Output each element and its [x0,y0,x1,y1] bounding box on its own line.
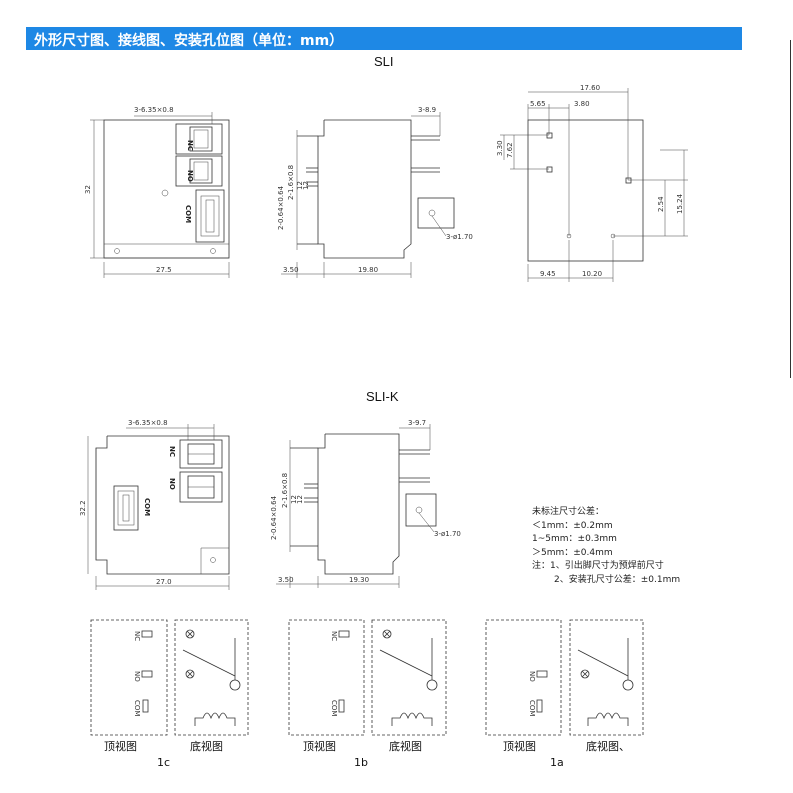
wiring-1c-bottom-label: 底视图 [190,740,223,753]
header-title: 外形尺寸图、接线图、安装孔位图（单位：mm） [34,33,344,49]
wiring-1a-code: 1a [550,756,564,769]
wiring-1a-no: NO [528,671,536,682]
holes-right-b: 15.24 [676,193,684,214]
slik-front-height: 32.2 [79,500,87,516]
wiring-1c-com: COM [133,700,141,716]
wiring-1c-nc: NC [133,631,141,641]
wiring-1c-no: NO [133,671,141,682]
slik-front-pins: 3-6.35×0.8 [128,419,168,427]
notes-line: ＜1mm：±0.2mm [532,520,613,531]
sli-hole-layout: 17.60 5.65 3.80 3.30 7.62 2.54 15.24 9.4… [496,84,688,282]
wiring-1c: NC NO COM [90,619,249,736]
slik-front-view: NC NO COM 3-6.35×0.8 32.2 27.0 [79,419,230,590]
sli-side-width: 19.80 [358,266,378,274]
wiring-1b-code: 1b [354,756,368,769]
wiring-1c-code: 1c [157,756,171,769]
notes-line: 1~5mm：±0.3mm [532,534,617,545]
slik-front-width: 27.0 [156,578,172,586]
slik-side-pins-b: 2-1.6×0.8 [281,473,289,508]
slik-side-dim-a: 12 [290,495,298,504]
holes-top-right: 3.80 [574,100,590,108]
sli-side-left: 3.50 [283,266,299,274]
sli-side-hole: 3-ø1.70 [446,233,473,241]
wiring-1b-top-label: 顶视图 [303,740,336,753]
sli-front-view: NC NO COM 3-6.35×0.8 32 27.5 [84,106,230,278]
wiring-1a-top-label: 顶视图 [503,740,536,753]
wiring-1b-com: COM [330,700,338,716]
slik-side-width: 19.30 [349,576,369,584]
sli-front-width: 27.5 [156,266,172,274]
slik-side-left: 3.50 [278,576,294,584]
notes-line: 注：1、引出脚尺寸为预焊前尺寸 [532,561,664,572]
slik-com-label: COM [143,498,151,516]
slik-side-dim-b: 12 [296,495,304,504]
holes-left-a: 3.30 [496,140,504,156]
tolerance-notes: 未标注尺寸公差： ＜1mm：±0.2mm 1~5mm：±0.3mm ＞5mm：±… [532,506,680,588]
wiring-1b-nc: NC [330,631,338,641]
holes-top-total: 17.60 [580,84,600,92]
wiring-1a: NO COM [485,619,644,736]
right-border-line [790,40,791,378]
slik-side-pin-spacing: 3-9.7 [408,419,426,427]
sli-title: SLI [374,54,394,69]
sli-side-pins-b: 2-1.6×0.8 [287,165,295,200]
notes-title: 未标注尺寸公差： [532,507,605,517]
slik-side-hole: 3-ø1.70 [434,530,461,538]
holes-right-a: 2.54 [657,196,665,212]
wiring-1a-com: COM [528,700,536,716]
sli-side-pins-a: 2-0.64×0.64 [277,185,285,230]
slik-no-label: NO [168,478,176,490]
holes-bottom-right: 10.20 [582,270,602,278]
section-header: 外形尺寸图、接线图、安装孔位图（单位：mm） [26,27,742,50]
wiring-1a-bottom-label: 底视图、 [586,740,630,753]
slik-title: SLI-K [366,389,399,404]
holes-bottom-left: 9.45 [540,270,556,278]
holes-left-b: 7.62 [506,142,514,158]
sli-com-label: COM [184,205,192,223]
sli-side-pin-spacing: 3-8.9 [418,106,436,114]
sli-nc-label: NC [186,140,194,151]
slik-nc-label: NC [168,446,176,457]
sli-side-dim-b: 12 [302,181,310,190]
slik-side-view: 3-9.7 2-0.64×0.64 2-1.6×0.8 12 12 3-ø1.7… [270,419,461,588]
holes-top-left: 5.65 [530,100,546,108]
sli-side-dim-a: 12 [296,181,304,190]
wiring-1b-bottom-label: 底视图 [389,740,422,753]
wiring-1b: NC COM [288,619,447,736]
sli-side-view: 3-8.9 2-0.64×0.64 2-1.6×0.8 12 12 3-ø1.7… [277,106,473,278]
sli-front-height: 32 [84,185,92,194]
wiring-1c-top-label: 顶视图 [104,740,137,753]
sli-no-label: NO [186,170,194,182]
slik-side-pins-a: 2-0.64×0.64 [270,495,278,540]
notes-line: ＞5mm：±0.4mm [532,547,613,558]
sli-front-pins: 3-6.35×0.8 [134,106,174,114]
notes-line: 2、安装孔尺寸公差：±0.1mm [554,574,681,585]
